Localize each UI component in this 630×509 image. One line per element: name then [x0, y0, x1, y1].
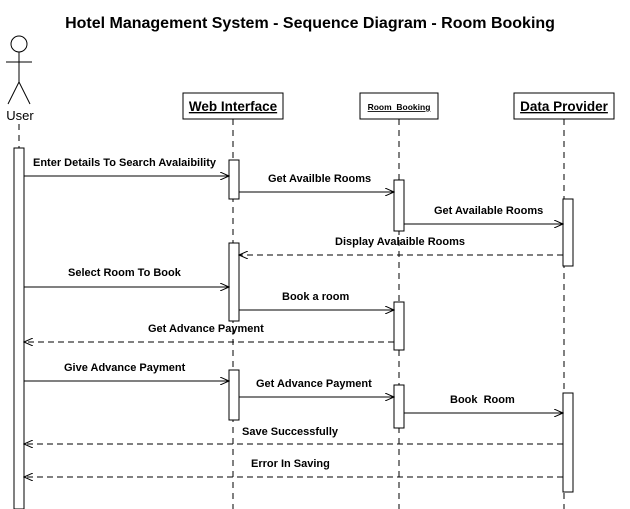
message-2-label: Get Availble Rooms: [268, 173, 371, 185]
message-11: Save Successfully: [24, 426, 563, 444]
message-5: Select Room To Book: [24, 267, 229, 287]
activation-room-3: [393, 384, 405, 429]
activation-web-1: [228, 159, 240, 200]
message-8: Give Advance Payment: [24, 362, 229, 381]
message-4-label: Display Avalaible Rooms: [335, 236, 465, 248]
activation-web-2: [228, 242, 240, 322]
participant-room-booking-label: Room Booking: [368, 102, 431, 112]
user-actor-icon: [6, 35, 32, 105]
activation-data-1: [562, 198, 574, 267]
message-7: Get Advance Payment: [24, 323, 394, 342]
message-12-label: Error In Saving: [251, 458, 330, 470]
participant-data-provider-label: Data Provider: [520, 99, 609, 114]
message-7-label: Get Advance Payment: [148, 323, 264, 335]
activation-room-1: [393, 179, 405, 232]
message-4: Display Avalaible Rooms: [239, 236, 563, 255]
message-3-label: Get Available Rooms: [434, 205, 543, 217]
message-1: Enter Details To Search Avalaibility: [24, 157, 229, 176]
message-1-label: Enter Details To Search Avalaibility: [33, 157, 217, 169]
message-10: Book Room: [404, 394, 563, 413]
participant-web-interface-label: Web Interface: [189, 99, 278, 114]
message-8-label: Give Advance Payment: [64, 362, 186, 374]
participant-user-label: User: [6, 108, 34, 123]
message-9-label: Get Advance Payment: [256, 378, 372, 390]
activation-web-3: [228, 369, 240, 421]
message-11-label: Save Successfully: [242, 426, 339, 438]
message-3: Get Available Rooms: [404, 205, 563, 224]
message-10-label: Book Room: [450, 394, 515, 406]
activation-room-2: [393, 301, 405, 351]
diagram-title: Hotel Management System - Sequence Diagr…: [65, 15, 555, 32]
message-5-label: Select Room To Book: [68, 267, 182, 279]
message-6: Book a room: [239, 291, 394, 310]
message-2: Get Availble Rooms: [239, 173, 394, 192]
participant-web-interface: Web Interface: [182, 92, 284, 120]
message-9: Get Advance Payment: [239, 378, 394, 397]
participant-data-provider: Data Provider: [513, 92, 615, 120]
message-12: Error In Saving: [24, 458, 563, 477]
activation-data-2: [562, 392, 574, 493]
message-6-label: Book a room: [282, 291, 349, 303]
activation-user: [13, 147, 25, 509]
participant-room-booking: Room Booking: [359, 92, 439, 120]
